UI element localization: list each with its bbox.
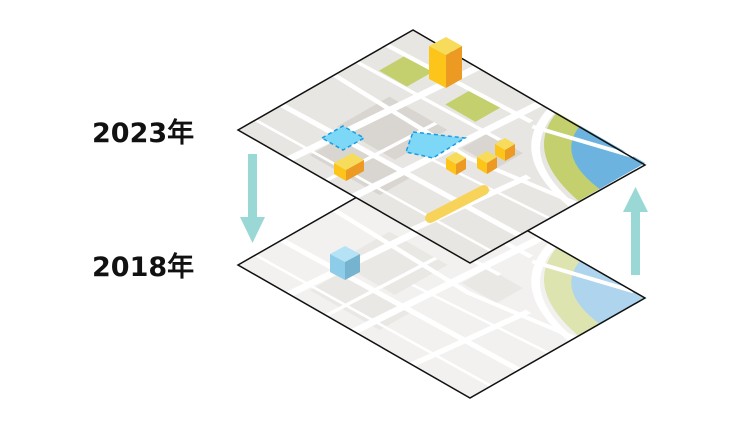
development-area-2	[405, 131, 468, 159]
development-area-1	[320, 125, 366, 151]
arrow-up-icon	[623, 187, 648, 275]
buildings-2023-icon	[334, 37, 515, 181]
arrow-down-icon	[240, 154, 265, 243]
year-label-2018: 2018年	[92, 252, 195, 283]
road-construction	[425, 185, 489, 223]
map-layer-2018	[238, 165, 645, 398]
building-2018-icon	[330, 246, 360, 280]
map-layer-2023	[238, 30, 645, 263]
year-label-2023: 2023年	[92, 118, 195, 149]
